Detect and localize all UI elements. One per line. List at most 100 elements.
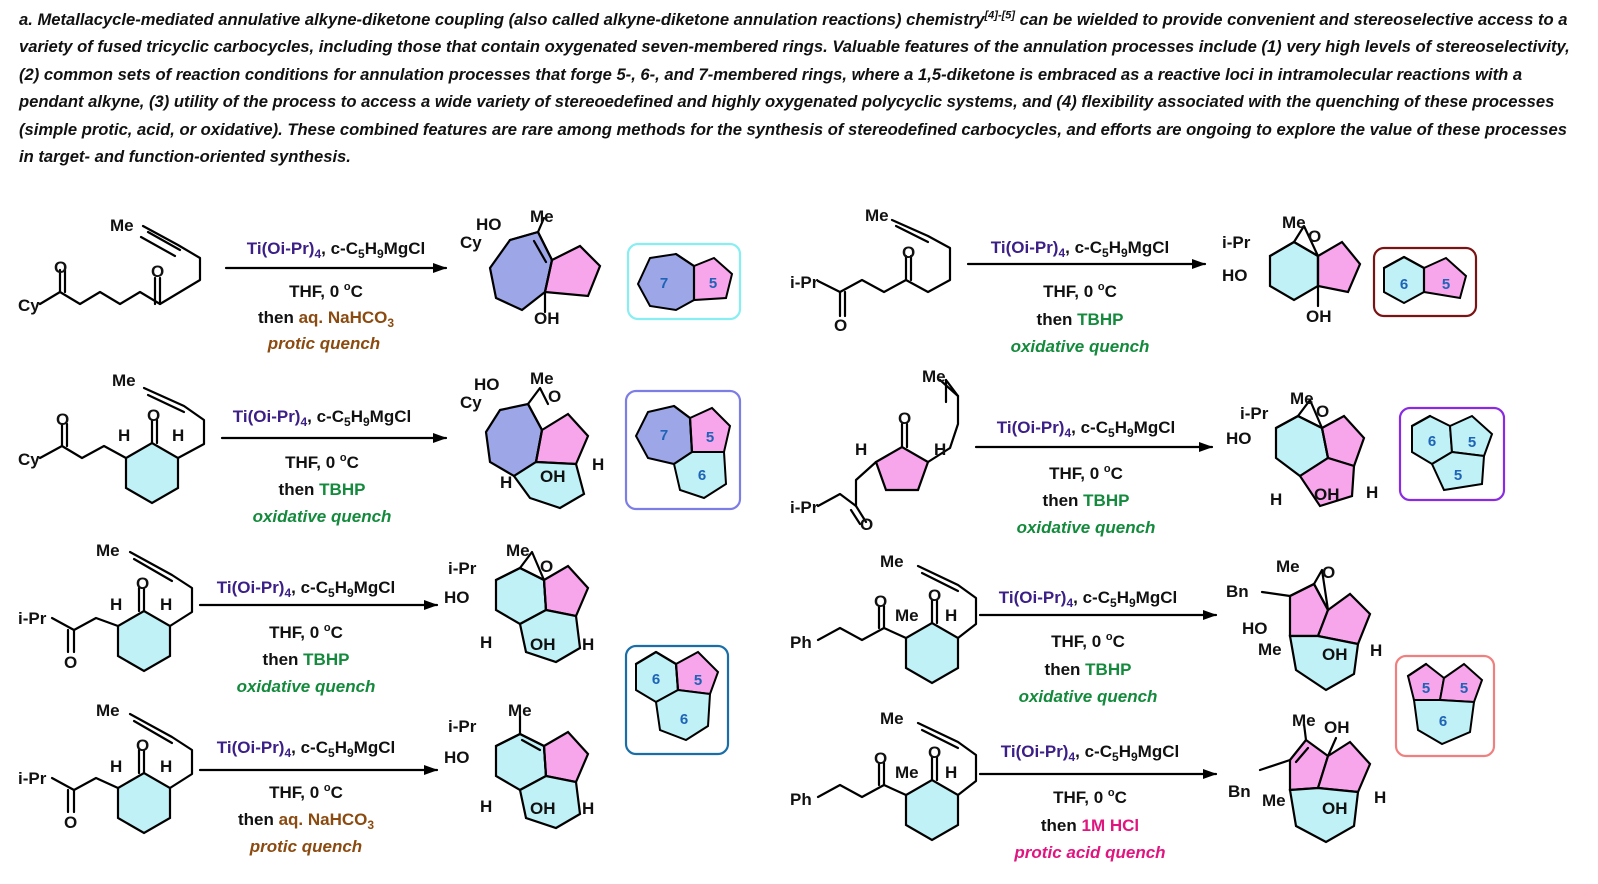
conditions-7: Ti(Oi-Pr)4, c-C5H9MgCl THF, 0 oC then TB… <box>999 588 1177 706</box>
h-label: H <box>110 757 122 776</box>
ipr-label: i-Pr <box>18 609 47 628</box>
starting-material-2: Cy O O H H Me <box>18 371 206 505</box>
me-label: Me <box>110 216 134 235</box>
me-label: Me <box>895 763 919 782</box>
reagent-line: Ti(Oi-Pr)4, c-C5H9MgCl <box>217 738 395 760</box>
o-label: O <box>928 743 941 762</box>
solvent-line: THF, 0 oC <box>285 452 359 472</box>
ring-size-6: 6 <box>1439 713 1447 730</box>
intro-text-part2: can be wielded to provide convenient and… <box>19 10 1570 167</box>
o-label: O <box>902 243 915 262</box>
o-label: O <box>874 592 887 611</box>
me-label: Me <box>1276 557 1300 576</box>
oh-label: OH <box>534 309 560 328</box>
ipr-label: i-Pr <box>1240 404 1269 423</box>
intro-citation: [4]-[5] <box>984 9 1016 22</box>
me-label: Me <box>112 371 136 390</box>
bn-label: Bn <box>1226 582 1249 601</box>
me-label: Me <box>880 709 904 728</box>
o-label: O <box>860 515 873 534</box>
cy-label: Cy <box>18 296 40 315</box>
me-label: Me <box>922 367 946 386</box>
o-label: O <box>136 736 149 755</box>
then-line: then TBHP <box>263 650 350 669</box>
conditions-5: Ti(Oi-Pr)4, c-C5H9MgCl THF, 0 oC then TB… <box>991 238 1169 356</box>
o-label: O <box>151 262 164 281</box>
me-label: Me <box>530 207 554 226</box>
h-label: H <box>480 633 492 652</box>
me-label: Me <box>96 541 120 560</box>
ring-size-5: 5 <box>1422 680 1430 697</box>
ipr-label: i-Pr <box>18 769 47 788</box>
cy-label: Cy <box>18 450 40 469</box>
conditions-1: Ti(Oi-Pr)4, c-C5H9MgCl THF, 0 oC then aq… <box>247 239 425 353</box>
ipr-label: i-Pr <box>448 717 477 736</box>
ring-box-6-5: 6 5 <box>1372 246 1478 318</box>
me-label: Me <box>1290 389 1314 408</box>
h-label: H <box>934 440 946 459</box>
conditions-4: Ti(Oi-Pr)4, c-C5H9MgCl THF, 0 oC then aq… <box>217 738 395 856</box>
h-label: H <box>945 606 957 625</box>
starting-material-6: i-Pr O O H H Me <box>790 367 960 534</box>
me-label: Me <box>1292 711 1316 730</box>
solvent-line: THF, 0 oC <box>289 281 363 301</box>
cy-label: Cy <box>460 233 482 252</box>
ring-size-5: 5 <box>1454 467 1462 484</box>
ring-size-7: 7 <box>660 427 668 444</box>
starting-material-7: Ph O O Me H Me <box>790 552 978 685</box>
intro-paragraph: a. Metallacycle-mediated annulative alky… <box>19 6 1584 170</box>
h-label: H <box>582 799 594 818</box>
ho-label: HO <box>1242 619 1268 638</box>
conditions-3: Ti(Oi-Pr)4, c-C5H9MgCl THF, 0 oC then TB… <box>217 578 395 696</box>
h-label: H <box>1370 641 1382 660</box>
o-label: O <box>64 653 77 672</box>
me-label: Me <box>530 369 554 388</box>
me-label: Me <box>508 701 532 720</box>
ho-label: HO <box>1222 266 1248 285</box>
reagent-line: Ti(Oi-Pr)4, c-C5H9MgCl <box>1001 742 1179 764</box>
reagent-line: Ti(Oi-Pr)4, c-C5H9MgCl <box>991 238 1169 260</box>
bn-label: Bn <box>1228 782 1251 801</box>
conditions-8: Ti(Oi-Pr)4, c-C5H9MgCl THF, 0 oC then 1M… <box>1001 742 1179 862</box>
solvent-line: THF, 0 oC <box>1043 281 1117 301</box>
h-label: H <box>1270 490 1282 509</box>
quench-label: protic quench <box>249 837 362 856</box>
quench-label: protic quench <box>267 334 380 353</box>
oh-label: OH <box>1322 645 1348 664</box>
me-label: Me <box>1262 791 1286 810</box>
o-label: O <box>834 316 847 335</box>
o-label: O <box>548 387 561 406</box>
ho-label: HO <box>1226 429 1252 448</box>
o-label: O <box>1322 563 1335 582</box>
product-7: Bn HO Me O Me OH H <box>1226 557 1382 692</box>
quench-label: oxidative quench <box>237 677 376 696</box>
o-label: O <box>136 574 149 593</box>
ring-size-5: 5 <box>1460 680 1468 697</box>
h-label: H <box>855 440 867 459</box>
o-label: O <box>1316 402 1329 421</box>
ring-size-6: 6 <box>1428 433 1436 450</box>
h-label: H <box>172 426 184 445</box>
ho-label: HO <box>444 748 470 767</box>
h-label: H <box>110 595 122 614</box>
o-label: O <box>56 410 69 429</box>
o-label: O <box>147 406 160 425</box>
ipr-label: i-Pr <box>790 273 819 292</box>
o-label: O <box>54 258 67 277</box>
product-8: Me OH Bn Me OH H <box>1228 711 1386 844</box>
h-label: H <box>1366 483 1378 502</box>
h-label: H <box>160 595 172 614</box>
ring-size-6: 6 <box>1400 276 1408 293</box>
h-label: H <box>160 757 172 776</box>
then-line: then TBHP <box>279 480 366 499</box>
oh-label: OH <box>530 799 556 818</box>
o-label: O <box>928 586 941 605</box>
ring-size-6: 6 <box>680 711 688 728</box>
starting-material-5: i-Pr O O Me <box>790 206 952 335</box>
starting-material-1: Cy O O Me <box>18 216 202 315</box>
solvent-line: THF, 0 oC <box>1053 787 1127 807</box>
ring-size-5: 5 <box>1442 276 1450 293</box>
ho-label: HO <box>474 375 500 394</box>
then-line: then TBHP <box>1043 491 1130 510</box>
me-label: Me <box>96 701 120 720</box>
